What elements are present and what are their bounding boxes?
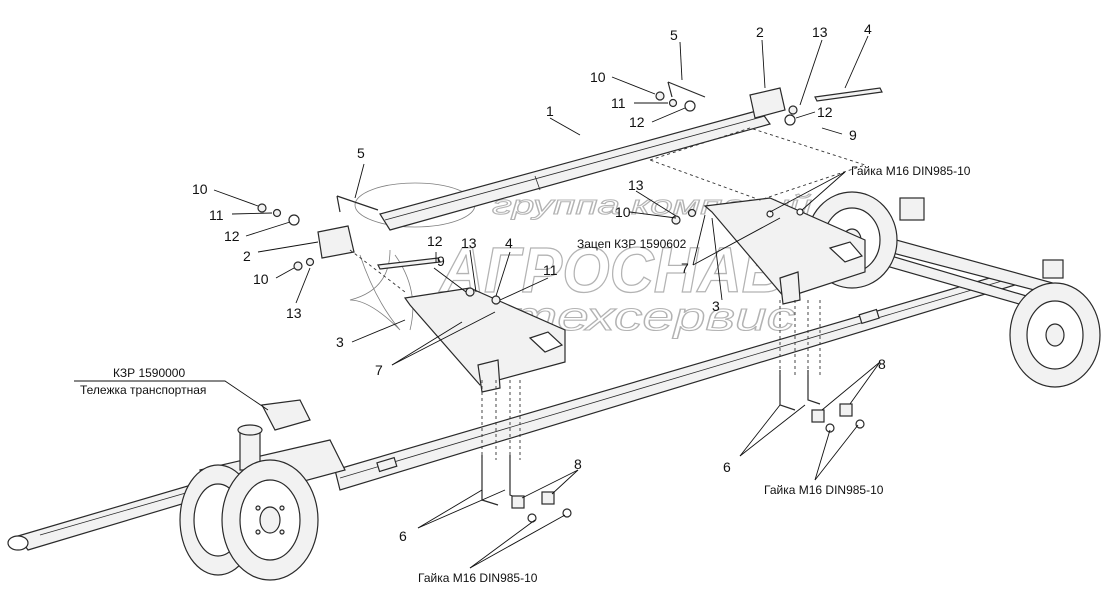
rear-plate [1042, 259, 1064, 279]
part-6-hookbolt [807, 370, 821, 405]
label-7: 7 [681, 260, 689, 276]
label-3: 3 [336, 334, 344, 350]
part-2-clamp [317, 225, 355, 259]
watermark-line2: АГРОСНАБ [438, 234, 785, 306]
label-13: 13 [812, 24, 828, 40]
part-3-support-right [703, 197, 866, 305]
label-6: 6 [723, 459, 731, 475]
note-nut-bottom-right: Гайка М16 DIN985-10 [764, 483, 884, 497]
label-10: 10 [615, 204, 631, 220]
part-4-bolt [814, 87, 883, 102]
part-numbers: 1 5 2 13 4 10 11 12 12 9 5 10 11 12 2 10… [192, 21, 886, 544]
hardware-nuts [257, 91, 865, 523]
part-12-washer [288, 214, 300, 226]
note-cart-name: Тележка транспортная [80, 383, 206, 397]
label-13: 13 [286, 305, 302, 321]
label-4: 4 [864, 21, 872, 37]
label-5: 5 [670, 27, 678, 43]
part-1-bar [379, 109, 771, 231]
part-11-washer [668, 98, 678, 108]
transport-cart [7, 191, 1101, 581]
part-12-washer [784, 114, 796, 126]
part-2-clamp [749, 87, 786, 119]
label-1: 1 [546, 103, 554, 119]
part-8-washer [811, 409, 825, 423]
label-5: 5 [357, 145, 365, 161]
label-8: 8 [574, 456, 582, 472]
part-13-nut [788, 105, 798, 115]
reflector [858, 308, 880, 325]
part-6-hookbolt [509, 455, 523, 501]
part-5-ubolt [667, 81, 706, 98]
part-8-washer [511, 495, 525, 509]
part-13-nut [305, 257, 315, 267]
part-11-washer [272, 208, 282, 218]
part-10-nut [293, 261, 303, 271]
part-13-nut [491, 295, 501, 305]
part-4-bolt [377, 257, 441, 270]
cart-nut [527, 513, 537, 523]
label-3: 3 [712, 298, 720, 314]
label-8: 8 [878, 356, 886, 372]
label-12: 12 [427, 233, 443, 249]
leader-lines [74, 35, 881, 569]
label-12: 12 [629, 114, 645, 130]
cart-nut [796, 208, 804, 216]
note-hitch: Зацеп КЗР 1590602 [577, 237, 687, 251]
part-10-nut [655, 91, 665, 101]
label-12: 12 [817, 104, 833, 120]
label-2: 2 [756, 24, 764, 40]
label-7: 7 [375, 362, 383, 378]
front-right-wheel [221, 459, 319, 581]
text-notes: Гайка М16 DIN985-10 Зацеп КЗР 1590602 КЗ… [80, 164, 971, 585]
cart-nut [766, 210, 774, 218]
part-6-hookbolt [481, 455, 499, 506]
label-12: 12 [224, 228, 240, 244]
label-11: 11 [209, 207, 224, 223]
note-cart-code: КЗР 1590000 [113, 366, 185, 380]
label-13: 13 [628, 177, 644, 193]
part-12-washer [684, 100, 696, 112]
label-13: 13 [461, 235, 477, 251]
part-11-washer [465, 287, 475, 297]
part-8-washer [839, 403, 853, 417]
label-11: 11 [543, 262, 558, 278]
part-3-support-left [403, 287, 566, 393]
part-13-nut [687, 208, 697, 218]
label-2: 2 [243, 248, 251, 264]
rear-plate [899, 197, 925, 221]
assembly-lines [349, 127, 867, 460]
part-8-washer [541, 491, 555, 505]
part-5-ubolt [336, 195, 379, 213]
part-6-hookbolt [779, 370, 796, 411]
label-10: 10 [590, 69, 606, 85]
cart-nut [825, 423, 835, 433]
note-nut-bottom-center: Гайка М16 DIN985-10 [418, 571, 538, 585]
cart-nut [855, 419, 865, 429]
label-11: 11 [611, 95, 626, 111]
label-6: 6 [399, 528, 407, 544]
label-4: 4 [505, 235, 513, 251]
label-9: 9 [849, 127, 857, 143]
reflector [376, 456, 398, 473]
label-9: 9 [437, 253, 445, 269]
note-nut-top-right: Гайка М16 DIN985-10 [851, 164, 971, 178]
label-10: 10 [192, 181, 208, 197]
part-10-nut [257, 203, 267, 213]
label-10: 10 [253, 271, 269, 287]
rear-right-wheel [1009, 282, 1101, 388]
drawbar-eye [7, 535, 29, 551]
